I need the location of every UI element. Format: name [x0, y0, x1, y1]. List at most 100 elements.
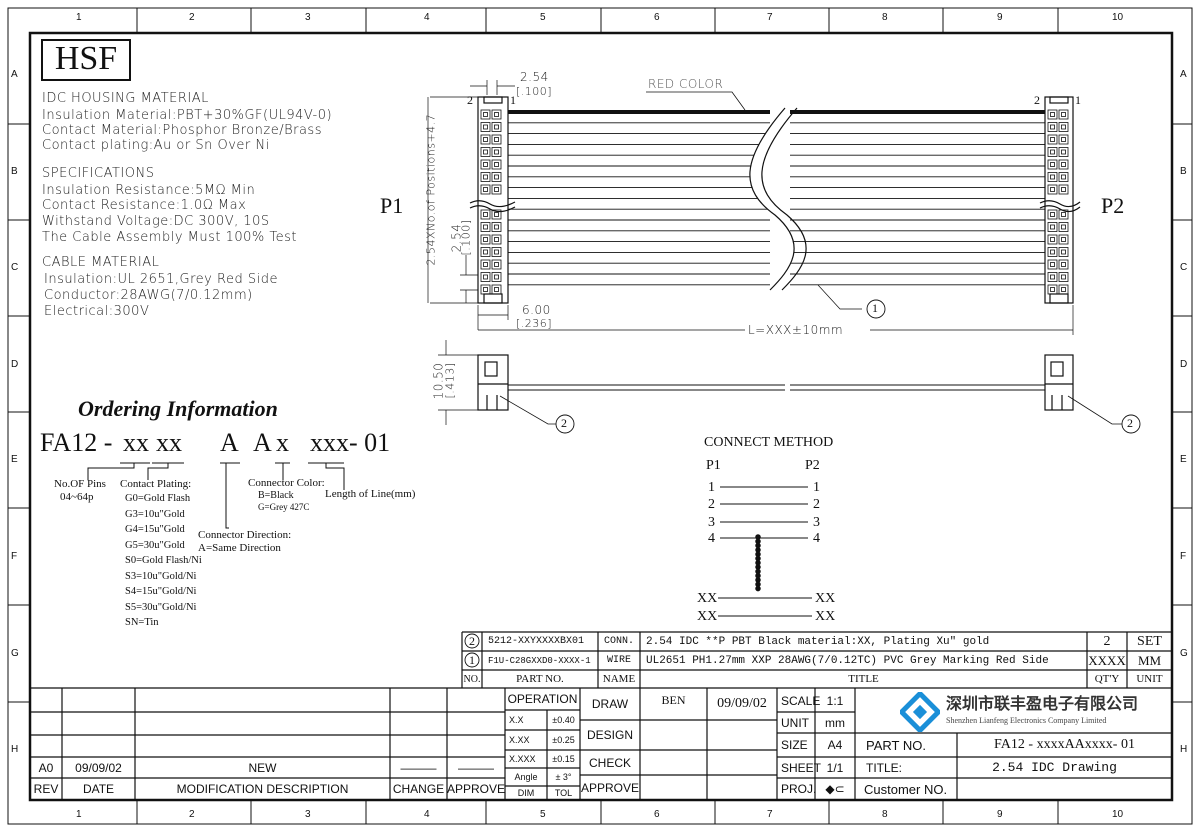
zone-column-label: 10: [1112, 809, 1124, 820]
bom-part: 5212-XXYXXXXBX01: [488, 636, 585, 647]
pin-contact: [480, 184, 491, 195]
code-color: x: [276, 428, 289, 457]
pin-contact: [1058, 122, 1069, 132]
direction-value: A=Same Direction: [198, 542, 281, 554]
connector-p1-top: [469, 96, 516, 304]
connect-p2-pin: 4: [813, 531, 820, 546]
housing-line: Contact Material:Phosphor Bronze/Brass: [42, 123, 322, 138]
title-label: TITLE:: [866, 760, 903, 775]
zone-column-label: 9: [997, 809, 1003, 820]
design-label: DESIGN: [586, 728, 633, 742]
code-plating: xx: [156, 428, 182, 457]
plating-option: SN=Tin: [125, 617, 159, 628]
cable-title: CABLE MATERIAL: [42, 255, 160, 270]
zone-row-label: D: [1180, 359, 1188, 370]
direction-label: Connector Direction:: [198, 529, 292, 541]
bom-header-title: TITLE: [848, 673, 879, 685]
zone-row-label: C: [11, 262, 19, 273]
code-direction: A: [220, 428, 239, 457]
width-dim-in: [.236]: [516, 317, 553, 330]
bom-no: 1: [469, 653, 475, 667]
zone-column-label: 4: [424, 809, 430, 820]
color-value: B=Black: [258, 490, 294, 501]
rev-approve: ———: [458, 760, 494, 775]
plating-option: G0=Gold Flash: [125, 493, 191, 504]
pin-contact: [480, 259, 491, 270]
pin-contact: [491, 122, 502, 132]
zone-column-label: 7: [767, 809, 773, 820]
date-header: DATE: [82, 782, 115, 796]
rev-change: ———: [400, 760, 437, 775]
code-length: xxx: [310, 428, 349, 457]
code-a: A: [253, 428, 272, 457]
zone-column-label: 5: [540, 12, 546, 23]
side-view: [477, 354, 1122, 425]
pin-contact: [1058, 134, 1069, 145]
zone-column-label: 3: [305, 12, 311, 23]
company-name-cn: 深圳市联丰盈电子有限公司: [946, 696, 1139, 713]
zone-column-label: 1: [76, 12, 82, 23]
connect-p2-pin: XX: [815, 591, 836, 606]
zone-row-label: G: [11, 648, 19, 659]
pin-contact: [480, 209, 491, 220]
part-no-label: PART NO.: [866, 737, 926, 753]
ordering-brackets: [87, 462, 345, 529]
bom-name: WIRE: [606, 655, 631, 666]
part-no-value: FA12 - xxxxAAxxxx- 01: [994, 737, 1135, 752]
code-suffix: - 01: [349, 428, 391, 457]
zone-row-label: H: [1180, 744, 1188, 755]
p1-label: P1: [380, 193, 404, 218]
zone-column-label: 10: [1112, 12, 1124, 23]
pin-contact: [1058, 209, 1069, 220]
zone-column-label: 6: [654, 809, 660, 820]
dim-header: DIM: [517, 788, 535, 798]
pin-contact: [1058, 259, 1069, 270]
pin-contact: [491, 234, 502, 245]
connect-p1: P1: [706, 458, 721, 473]
sheet-value: 1/1: [826, 760, 844, 775]
pin-contact: [480, 134, 491, 145]
zone-row-label: E: [1180, 454, 1187, 465]
cable-line: Insulation:UL 2651,Grey Red Side: [44, 272, 278, 287]
pin-contact: [1058, 172, 1069, 182]
pin-contact: [491, 209, 502, 220]
zone-column-label: 9: [997, 12, 1003, 23]
drawer-name: BEN: [661, 692, 686, 707]
connect-p1-pin: 4: [708, 531, 715, 546]
pin-1-label-p2: 1: [1075, 93, 1081, 107]
hsf-logo: HSF: [54, 40, 118, 77]
zone-column-label: 8: [882, 809, 888, 820]
rev-date: 09/09/02: [75, 760, 122, 775]
pin-contact: [1047, 272, 1058, 282]
zone-column-label: 2: [189, 809, 195, 820]
pin-2-label-p2: 2: [1034, 93, 1040, 107]
pins-label: No.OF Pins: [54, 478, 106, 490]
pin-contact: [480, 109, 491, 120]
pitch-top-in: [.100]: [516, 85, 553, 98]
side-height-in: [.413]: [443, 362, 457, 399]
zone-row-label: E: [11, 454, 18, 465]
rev-value: A0: [38, 760, 54, 775]
pin-contact: [1047, 259, 1058, 270]
zone-row-label: D: [11, 359, 19, 370]
connect-p2-pin: XX: [815, 609, 836, 624]
pin-contact: [491, 134, 502, 145]
bom-header-no: NO.: [463, 673, 481, 685]
plating-option: S5=30u"Gold/Ni: [125, 601, 197, 613]
pin-contact: [1047, 134, 1058, 145]
callout-2-p1: 2: [561, 416, 567, 430]
pin-contact: [491, 109, 502, 120]
tol-dim: Angle: [514, 772, 538, 782]
pin-contact: [1058, 247, 1069, 257]
connect-p1-pin: XX: [697, 609, 718, 624]
pin-contact: [1058, 184, 1069, 195]
bom-header-part: PART NO.: [516, 673, 564, 685]
tol-dim: X.X: [509, 715, 524, 725]
connect-p2-pin: 1: [813, 480, 820, 495]
bom-part: F1U-C28GXXD0-XXXX-1: [488, 655, 591, 666]
zone-column-label: 6: [654, 12, 660, 23]
pin-contact: [491, 247, 502, 257]
pin-contact: [1047, 147, 1058, 157]
